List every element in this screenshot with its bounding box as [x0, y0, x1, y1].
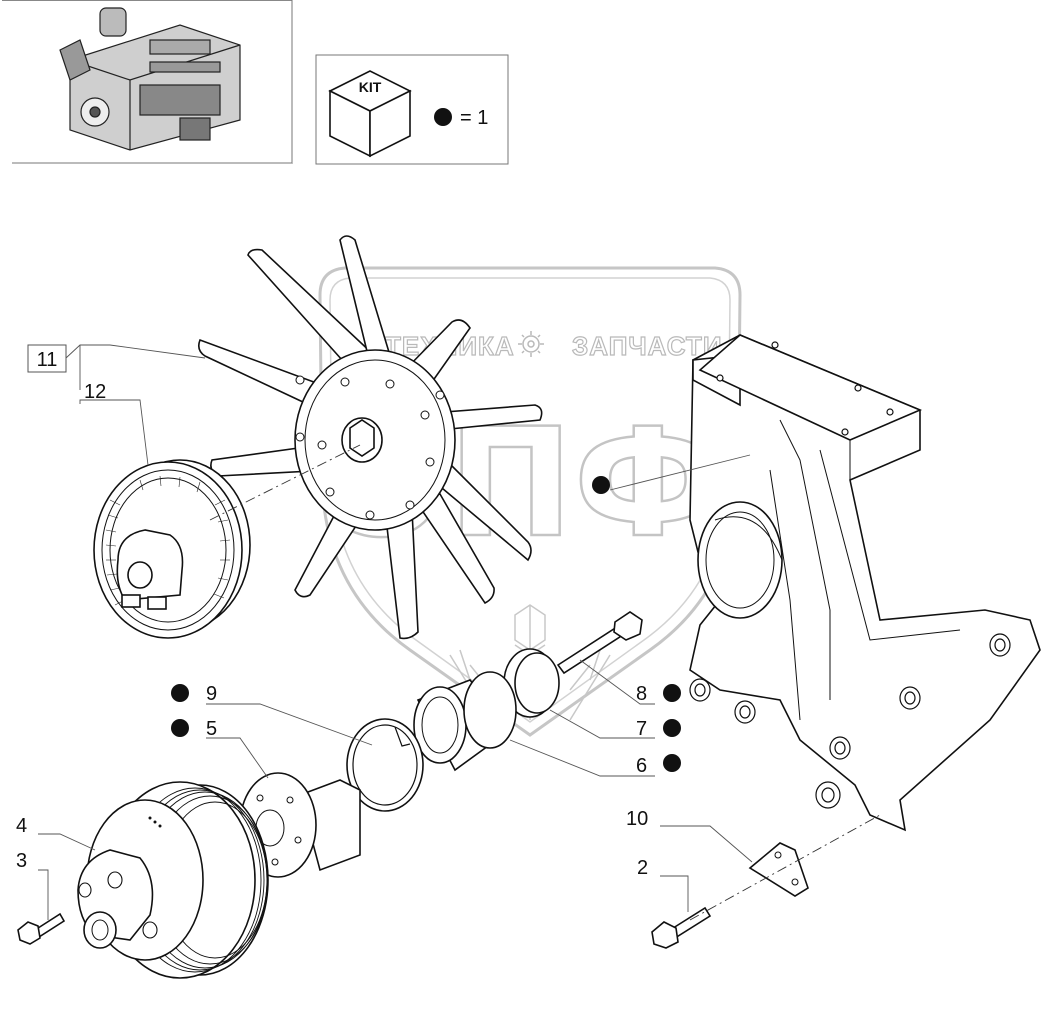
plate-part-10 [748, 842, 809, 897]
callout-4-label: 4 [16, 815, 27, 837]
kit-dot-icon [592, 476, 610, 494]
hub-part-5 [239, 772, 361, 878]
callout-7: 7 [549, 709, 655, 740]
fan-support-bracket [689, 334, 1041, 832]
callout-10: 10 [626, 808, 753, 863]
kit-dot-icon [171, 684, 189, 702]
kit-cube-icon [328, 70, 412, 158]
fan-blades [198, 235, 543, 640]
long-bolt-part-8 [556, 611, 643, 675]
callout-5-label: 5 [206, 718, 217, 740]
kit-legend-text: = 1 [460, 107, 488, 129]
kit-dot-icon [171, 719, 189, 737]
watermark-right-word: ЗАПЧАСТИ [572, 331, 723, 361]
callout-2-label: 2 [637, 857, 648, 879]
callout-10-label: 10 [626, 808, 648, 830]
callout-8-label: 8 [636, 683, 647, 705]
callout-5: 5 [206, 718, 269, 779]
callout-9-label: 9 [206, 683, 217, 705]
callout-6: 6 [509, 739, 655, 777]
callout-11: 11 [27, 344, 206, 390]
callout-8: 8 [579, 659, 655, 705]
callout-3-label: 3 [16, 850, 27, 872]
snap-ring-part-9 [346, 718, 424, 812]
kit-dot-icon [434, 108, 452, 126]
kit-dot-icon [663, 684, 681, 702]
callout-2: 2 [637, 857, 689, 912]
spacer-part-7 [503, 648, 560, 718]
callout-4: 4 [16, 815, 96, 851]
kit-legend: KIT = 1 [315, 54, 509, 165]
engine-illustration [59, 7, 241, 151]
callout-12: 12 [79, 381, 149, 466]
viscous-fan-clutch [93, 444, 361, 639]
kit-dot-icon [663, 719, 681, 737]
callout-12-label: 12 [84, 381, 106, 403]
callout-6-label: 6 [636, 755, 647, 777]
pulley-part-4 [77, 781, 269, 979]
callout-7-label: 7 [636, 718, 647, 740]
bolt-part-3 [17, 912, 66, 945]
callout-9: 9 [206, 683, 373, 746]
callout-11-label: 11 [37, 349, 58, 371]
kit-label: KIT [359, 79, 382, 95]
bearing-part-6 [413, 671, 517, 772]
kit-dot-icon [663, 754, 681, 772]
engine-thumbnail [2, 0, 293, 164]
gear-icon [518, 331, 544, 357]
bolt-part-2 [651, 814, 881, 949]
callout-3: 3 [16, 850, 49, 920]
